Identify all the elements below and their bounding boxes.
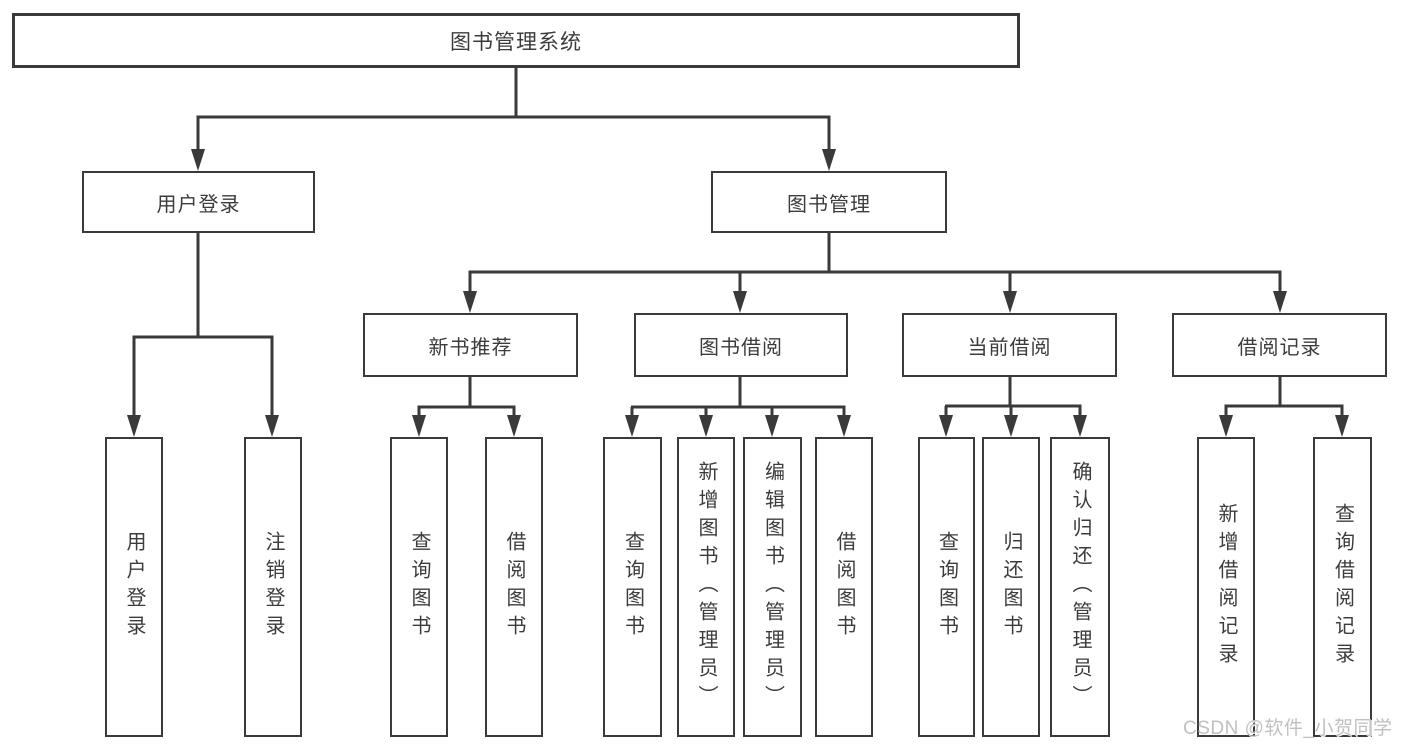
leaf-logout-label: 注销登录 <box>262 531 284 643</box>
leaf-return-books-label: 归还图书 <box>1000 531 1022 643</box>
leaf-query-borrow-record: 查询借阅记录 <box>1313 437 1372 737</box>
node-borrow-records: 借阅记录 <box>1172 313 1387 377</box>
node-current-borrow: 当前借阅 <box>902 313 1117 377</box>
leaf-query-books-borrow: 查询图书 <box>603 437 662 737</box>
leaf-borrow-books-recommend-label: 借阅图书 <box>503 531 525 643</box>
leaf-confirm-return-admin-label: 确认归还（管理员） <box>1069 461 1091 713</box>
leaf-query-books-current: 查询图书 <box>918 437 975 737</box>
leaf-user-login: 用户登录 <box>105 437 163 737</box>
node-current-borrow-label: 当前借阅 <box>967 336 1052 359</box>
node-book-management-label: 图书管理 <box>787 193 871 216</box>
connector-user-login-to-leaves <box>127 233 279 437</box>
connector-book-management-to-level3 <box>463 233 1287 313</box>
connector-borrow-records-to-leaves <box>1219 377 1349 437</box>
node-borrow-records-label: 借阅记录 <box>1237 336 1322 359</box>
node-book-borrow: 图书借阅 <box>634 313 848 377</box>
connector-root-to-level2 <box>191 68 836 171</box>
leaf-query-books-borrow-label: 查询图书 <box>621 531 644 643</box>
csdn-watermark: CSDN @软件_小贺同学 <box>1183 718 1393 739</box>
leaf-borrow-books: 借阅图书 <box>815 437 873 737</box>
leaf-add-books-admin-label: 新增图书（管理员） <box>695 461 717 713</box>
node-new-book-recommend-label: 新书推荐 <box>428 336 513 359</box>
leaf-logout: 注销登录 <box>244 437 302 737</box>
node-new-book-recommend: 新书推荐 <box>363 313 578 377</box>
node-root: 图书管理系统 <box>12 13 1020 68</box>
node-book-management: 图书管理 <box>711 171 947 233</box>
leaf-add-borrow-record: 新增借阅记录 <box>1197 437 1255 737</box>
node-user-login: 用户登录 <box>82 171 315 233</box>
connector-book-borrow-to-leaves <box>625 377 851 437</box>
node-user-login-label: 用户登录 <box>156 193 241 216</box>
leaf-borrow-books-recommend: 借阅图书 <box>485 437 543 737</box>
leaf-query-books-recommend-label: 查询图书 <box>408 531 430 643</box>
leaf-borrow-books-label: 借阅图书 <box>833 531 855 643</box>
leaf-add-books-admin: 新增图书（管理员） <box>677 437 735 737</box>
node-root-label: 图书管理系统 <box>450 30 582 54</box>
leaf-query-borrow-record-label: 查询借阅记录 <box>1331 503 1354 671</box>
leaf-user-login-label: 用户登录 <box>123 531 145 643</box>
node-book-borrow-label: 图书借阅 <box>699 336 783 359</box>
leaf-edit-books-admin: 编辑图书（管理员） <box>743 437 802 737</box>
leaf-query-books-current-label: 查询图书 <box>935 531 958 643</box>
leaf-confirm-return-admin: 确认归还（管理员） <box>1050 437 1110 737</box>
leaf-return-books: 归还图书 <box>982 437 1040 737</box>
connector-new-book-to-leaves <box>412 377 521 437</box>
leaf-add-borrow-record-label: 新增借阅记录 <box>1215 503 1237 671</box>
connector-current-borrow-to-leaves <box>939 377 1087 437</box>
leaf-query-books-recommend: 查询图书 <box>390 437 448 737</box>
leaf-edit-books-admin-label: 编辑图书（管理员） <box>761 461 784 713</box>
